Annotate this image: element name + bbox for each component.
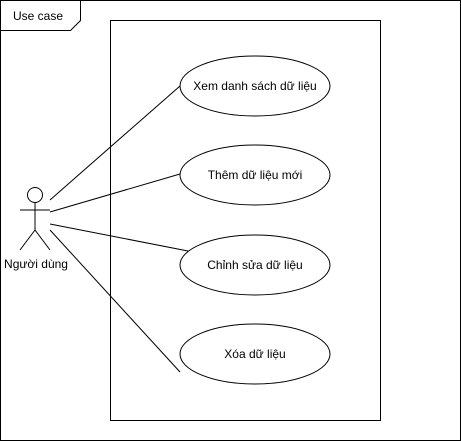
frame-label: Use case xyxy=(13,9,63,23)
associations xyxy=(49,85,189,373)
use-case-label: Chỉnh sửa dữ liệu xyxy=(207,258,302,272)
use-case-ellipse xyxy=(179,323,331,385)
actor-left-leg xyxy=(19,229,36,251)
use-case[interactable]: Xóa dữ liệu xyxy=(179,323,331,385)
use-case-ellipse xyxy=(179,144,331,206)
association-line xyxy=(49,229,181,373)
association-line xyxy=(49,223,189,252)
actor-right-leg xyxy=(34,229,51,251)
use-case-label: Xem danh sách dữ liệu xyxy=(193,79,316,93)
use-case[interactable]: Thêm dữ liệu mới xyxy=(179,144,331,206)
use-case-ellipse xyxy=(179,55,331,117)
association-line xyxy=(49,173,181,213)
use-case[interactable]: Xem danh sách dữ liệu xyxy=(179,55,331,117)
frame-label-tab xyxy=(0,0,81,31)
use-case-label: Xóa dữ liệu xyxy=(224,347,285,361)
use-case-label: Thêm dữ liệu mới xyxy=(208,168,303,182)
use-case[interactable]: Chỉnh sửa dữ liệu xyxy=(179,234,331,296)
actor-head-icon xyxy=(27,187,43,203)
use-case-ellipse xyxy=(179,234,331,296)
actor xyxy=(19,187,51,251)
actor-name: Người dùng xyxy=(4,257,68,271)
association-line xyxy=(49,85,181,201)
